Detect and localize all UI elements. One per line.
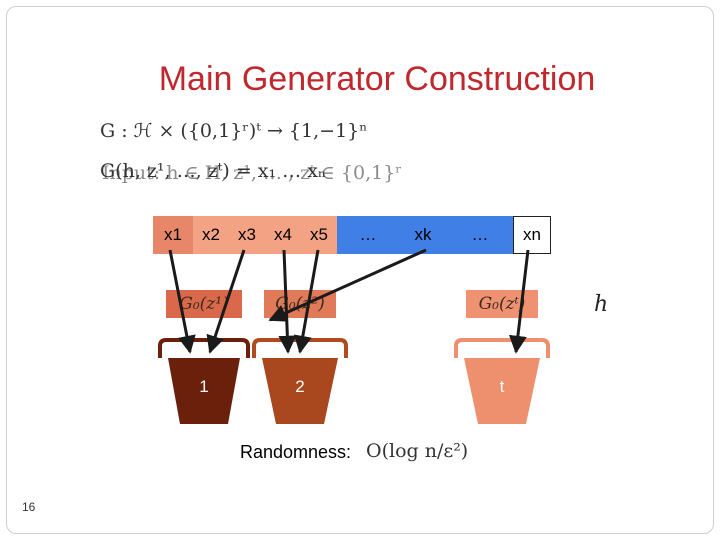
cell-label: x2 [202,225,220,244]
arrow-x3 [206,249,246,354]
cell-label: x4 [274,225,292,244]
arrow-x1 [168,249,196,354]
cell-label: … [471,225,489,244]
randomness-label: Randomness: [240,442,352,462]
input-line: Input: h ∈ H, z¹, … , zᵗ ∈ {0,1}ʳ [102,162,402,184]
cell-x5: x5 [301,216,337,254]
slide-frame [6,6,714,534]
cell-ellipsis-1: … [337,216,399,254]
cell-xk: xk [399,216,447,254]
cell-x3: x3 [229,216,265,254]
brace-t [454,338,550,358]
page-number: 16 [22,500,36,514]
arrow-xk [268,248,427,322]
bucket-label-t: t [500,377,505,396]
generator-box-1: G₀(z¹) [166,290,242,318]
bucket-label-2: 2 [295,377,304,396]
hash-function-label: h [594,292,609,317]
cell-label: … [359,225,377,244]
generator-box-t: G₀(zᵗ) [466,290,538,318]
brace-1 [158,338,250,358]
cell-label: x3 [238,225,256,244]
cell-xn: xn [513,216,551,254]
cell-label: xn [523,225,541,244]
generator-signature: G : ℋ × ({0,1}ʳ)ᵗ → {1,−1}ⁿ [100,120,368,142]
slide-title: Main Generator Construction [158,60,596,98]
bucket-label-1: 1 [199,377,208,396]
bucket-t [464,358,540,424]
bucket-1 [168,358,240,424]
randomness-formula: O(log n/ε²) [366,440,469,462]
cell-label: x1 [164,225,182,244]
arrow-x4 [278,249,297,354]
cell-x4: x4 [265,216,301,254]
cell-label: xk [414,225,432,244]
arrow-xn [508,249,530,354]
generator-label: G₀(zᵗ) [478,294,526,314]
cell-x1: x1 [153,216,193,254]
cell-x2: x2 [193,216,229,254]
cell-ellipsis-2: … [447,216,513,254]
bucket-2 [262,358,338,424]
generator-definition: G(h, z¹, …, zᵗ) = x₁ … xₙ [100,160,327,182]
generator-label: G₀(z¹) [179,294,229,314]
cell-label: x5 [310,225,328,244]
